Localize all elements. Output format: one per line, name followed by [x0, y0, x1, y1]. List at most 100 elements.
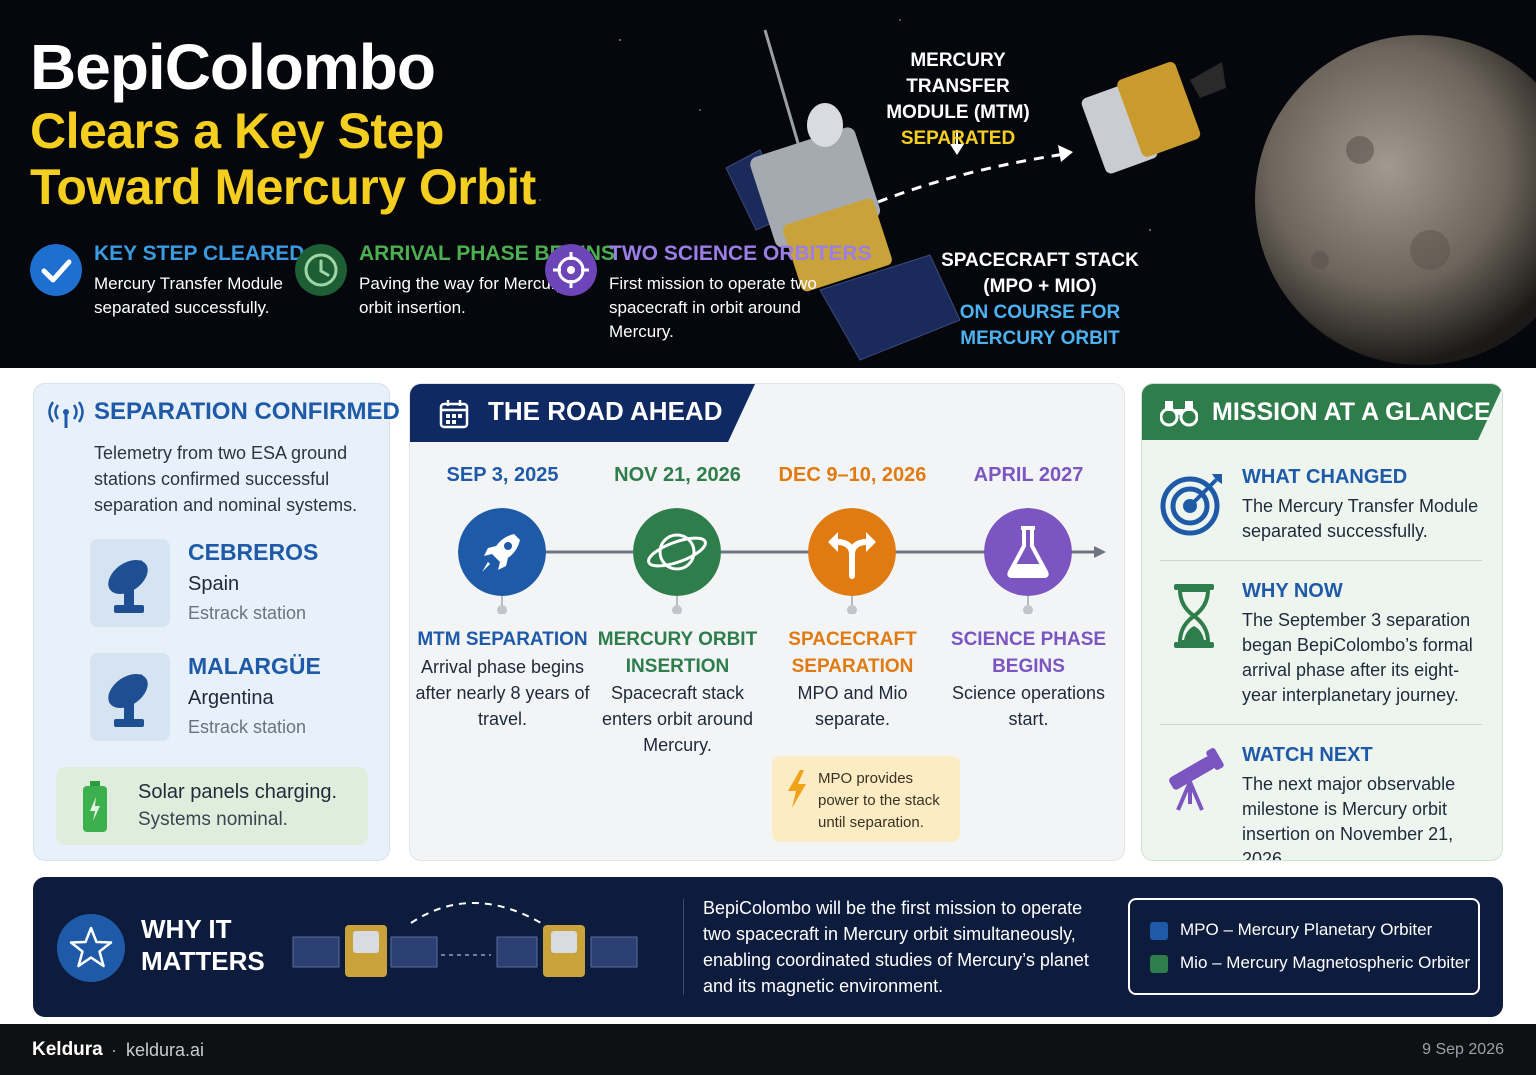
road-ahead-panel: THE ROAD AHEAD SEP 3, 2025 MTM SEPARATIO…: [409, 383, 1125, 861]
mtm-label-status: SEPARATED: [900, 128, 1016, 149]
orbiter-legend: MPO – Mercury Planetary Orbiter Mio – Me…: [1128, 898, 1480, 995]
hero-item-title: KEY STEP CLEARED: [94, 242, 305, 265]
legend-label: MPO – Mercury Planetary Orbiter: [1180, 920, 1433, 939]
satellite-dish-icon: [90, 539, 170, 627]
glance-item-title: WHAT CHANGED: [1242, 466, 1408, 488]
divider: [1160, 724, 1482, 725]
hero-banner: BepiColombo Clears a Key Step Toward Mer…: [0, 0, 1536, 368]
orbiters-illustration: [292, 902, 638, 977]
flask-icon: [984, 508, 1072, 596]
legend-swatch: [1150, 921, 1168, 940]
stack-label-status: ON COURSE FOR: [959, 302, 1121, 323]
why-text: BepiColombo will be the first mission to…: [703, 898, 1089, 996]
station-country: Spain: [188, 573, 240, 595]
footer-separator: ·: [111, 1040, 117, 1060]
divider: [1160, 560, 1482, 561]
separation-description: Telemetry from two ESA ground stations c…: [94, 443, 358, 515]
satellite-dish-icon: [90, 653, 170, 741]
milestone-description: Science operations start.: [951, 683, 1106, 729]
divider: [683, 899, 684, 995]
glance-title: MISSION AT A GLANCE: [1212, 398, 1491, 426]
milestone-name: SCIENCE PHASE BEGINS: [950, 629, 1107, 677]
spacecraft-stack: [725, 29, 961, 361]
station-name: MALARGÜE: [188, 653, 321, 679]
glance-header-banner: [1142, 384, 1502, 440]
down-arrow-icon: [950, 144, 964, 155]
footer: Keldura · keldura.ai 9 Sep 2026: [0, 1024, 1536, 1075]
glance-item-text: The next major observable milestone is M…: [1242, 774, 1456, 861]
mtm-module: [1081, 61, 1226, 174]
clock-icon: [295, 244, 347, 296]
station-name: CEBREROS: [188, 539, 319, 565]
mtm-label-line: MODULE (MTM): [886, 102, 1030, 123]
rocket-icon: [458, 508, 546, 596]
hero-item-text: Mercury Transfer Module separated succes…: [94, 274, 283, 317]
milestone-description: Arrival phase begins after nearly 8 year…: [415, 657, 590, 729]
glance-item-text: The Mercury Transfer Module separated su…: [1242, 496, 1479, 541]
why-title-line: MATTERS: [141, 946, 265, 976]
hero-item-text: First mission to operate two spacecraft …: [609, 274, 817, 341]
hourglass-icon: [1174, 584, 1214, 648]
power-note-text: MPO provides power to the stack until se…: [818, 770, 940, 831]
planet-icon: [633, 508, 721, 596]
legend-item: MPO – Mercury Planetary Orbiter: [1150, 920, 1432, 940]
mercury-planet: [1255, 35, 1536, 365]
target-icon: [1160, 474, 1222, 536]
separation-title: SEPARATION CONFIRMED: [94, 398, 400, 425]
brand-name: Keldura: [32, 1039, 103, 1060]
station-card: MALARGÜE Argentina Estrack station: [90, 653, 380, 743]
station-card: CEBREROS Spain Estrack station: [90, 539, 380, 629]
site-link[interactable]: keldura.ai: [126, 1040, 205, 1060]
crosshair-icon: [545, 244, 597, 296]
station-type: Estrack station: [188, 603, 307, 623]
why-title-line: WHY IT: [141, 914, 232, 944]
milestone-date: SEP 3, 2025: [446, 464, 559, 486]
battery-icon: [83, 781, 107, 832]
split-arrow-icon: [808, 508, 896, 596]
road-header-banner: [410, 384, 755, 442]
subtitle-line-1: Clears a Key Step: [30, 103, 444, 159]
milestone-date: APRIL 2027: [973, 464, 1084, 486]
footer-date: 9 Sep 2026: [1422, 1041, 1504, 1058]
road-title: THE ROAD AHEAD: [488, 396, 723, 426]
telescope-icon: [1169, 748, 1224, 811]
binoculars-icon: [1160, 401, 1198, 427]
station-type: Estrack station: [188, 717, 307, 737]
milestone-description: Spacecraft stack enters orbit around Mer…: [601, 683, 754, 755]
subtitle-line-2: Toward Mercury Orbit: [30, 159, 536, 215]
milestone-description: MPO and Mio separate.: [797, 683, 908, 729]
solar-status: Solar panels charging. Systems nominal.: [56, 767, 368, 845]
glance-item-title: WHY NOW: [1242, 580, 1343, 602]
calendar-icon: [439, 400, 469, 429]
main-title: BepiColombo: [30, 31, 436, 103]
separation-panel: SEPARATION CONFIRMED Telemetry from two …: [33, 383, 400, 861]
solar-status-line1: Solar panels charging.: [138, 781, 338, 803]
mission-glance-panel: MISSION AT A GLANCE WHAT CHANGED The Mer…: [1141, 383, 1503, 861]
glance-item-text: The September 3 separation began BepiCol…: [1242, 610, 1473, 705]
milestone-name: SPACECRAFT SEPARATION: [788, 629, 917, 677]
legend-item: Mio – Mercury Magnetospheric Orbiter: [1150, 953, 1470, 973]
star-icon: [57, 914, 125, 982]
mtm-label: MERCURY TRANSFER MODULE (MTM) SEPARATED: [858, 48, 1058, 152]
trajectory-arrow: [877, 152, 1066, 204]
milestone-name: MTM SEPARATION: [417, 629, 588, 650]
lightning-icon: [788, 770, 806, 808]
station-country: Argentina: [188, 687, 274, 709]
power-note: MPO provides power to the stack until se…: [772, 756, 960, 842]
stack-label-line: (MPO + MIO): [983, 276, 1097, 297]
checkmark-icon: [30, 244, 82, 296]
legend-swatch: [1150, 954, 1168, 973]
stack-label: SPACECRAFT STACK (MPO + MIO) ON COURSE F…: [940, 248, 1140, 352]
star-field: [539, 19, 1536, 365]
stack-label-status: MERCURY ORBIT: [960, 328, 1120, 349]
stack-label-line: SPACECRAFT STACK: [941, 250, 1139, 271]
milestone-date: DEC 9–10, 2026: [778, 464, 927, 486]
legend-label: Mio – Mercury Magnetospheric Orbiter: [1180, 953, 1471, 972]
milestone-name: MERCURY ORBIT INSERTION: [597, 629, 758, 677]
hero-item-text: Paving the way for Mercury orbit inserti…: [359, 274, 565, 317]
hero-item-title: TWO SCIENCE ORBITERS: [609, 242, 872, 265]
antenna-signal-icon: [48, 401, 84, 428]
solar-status-line2: Systems nominal.: [138, 809, 288, 830]
